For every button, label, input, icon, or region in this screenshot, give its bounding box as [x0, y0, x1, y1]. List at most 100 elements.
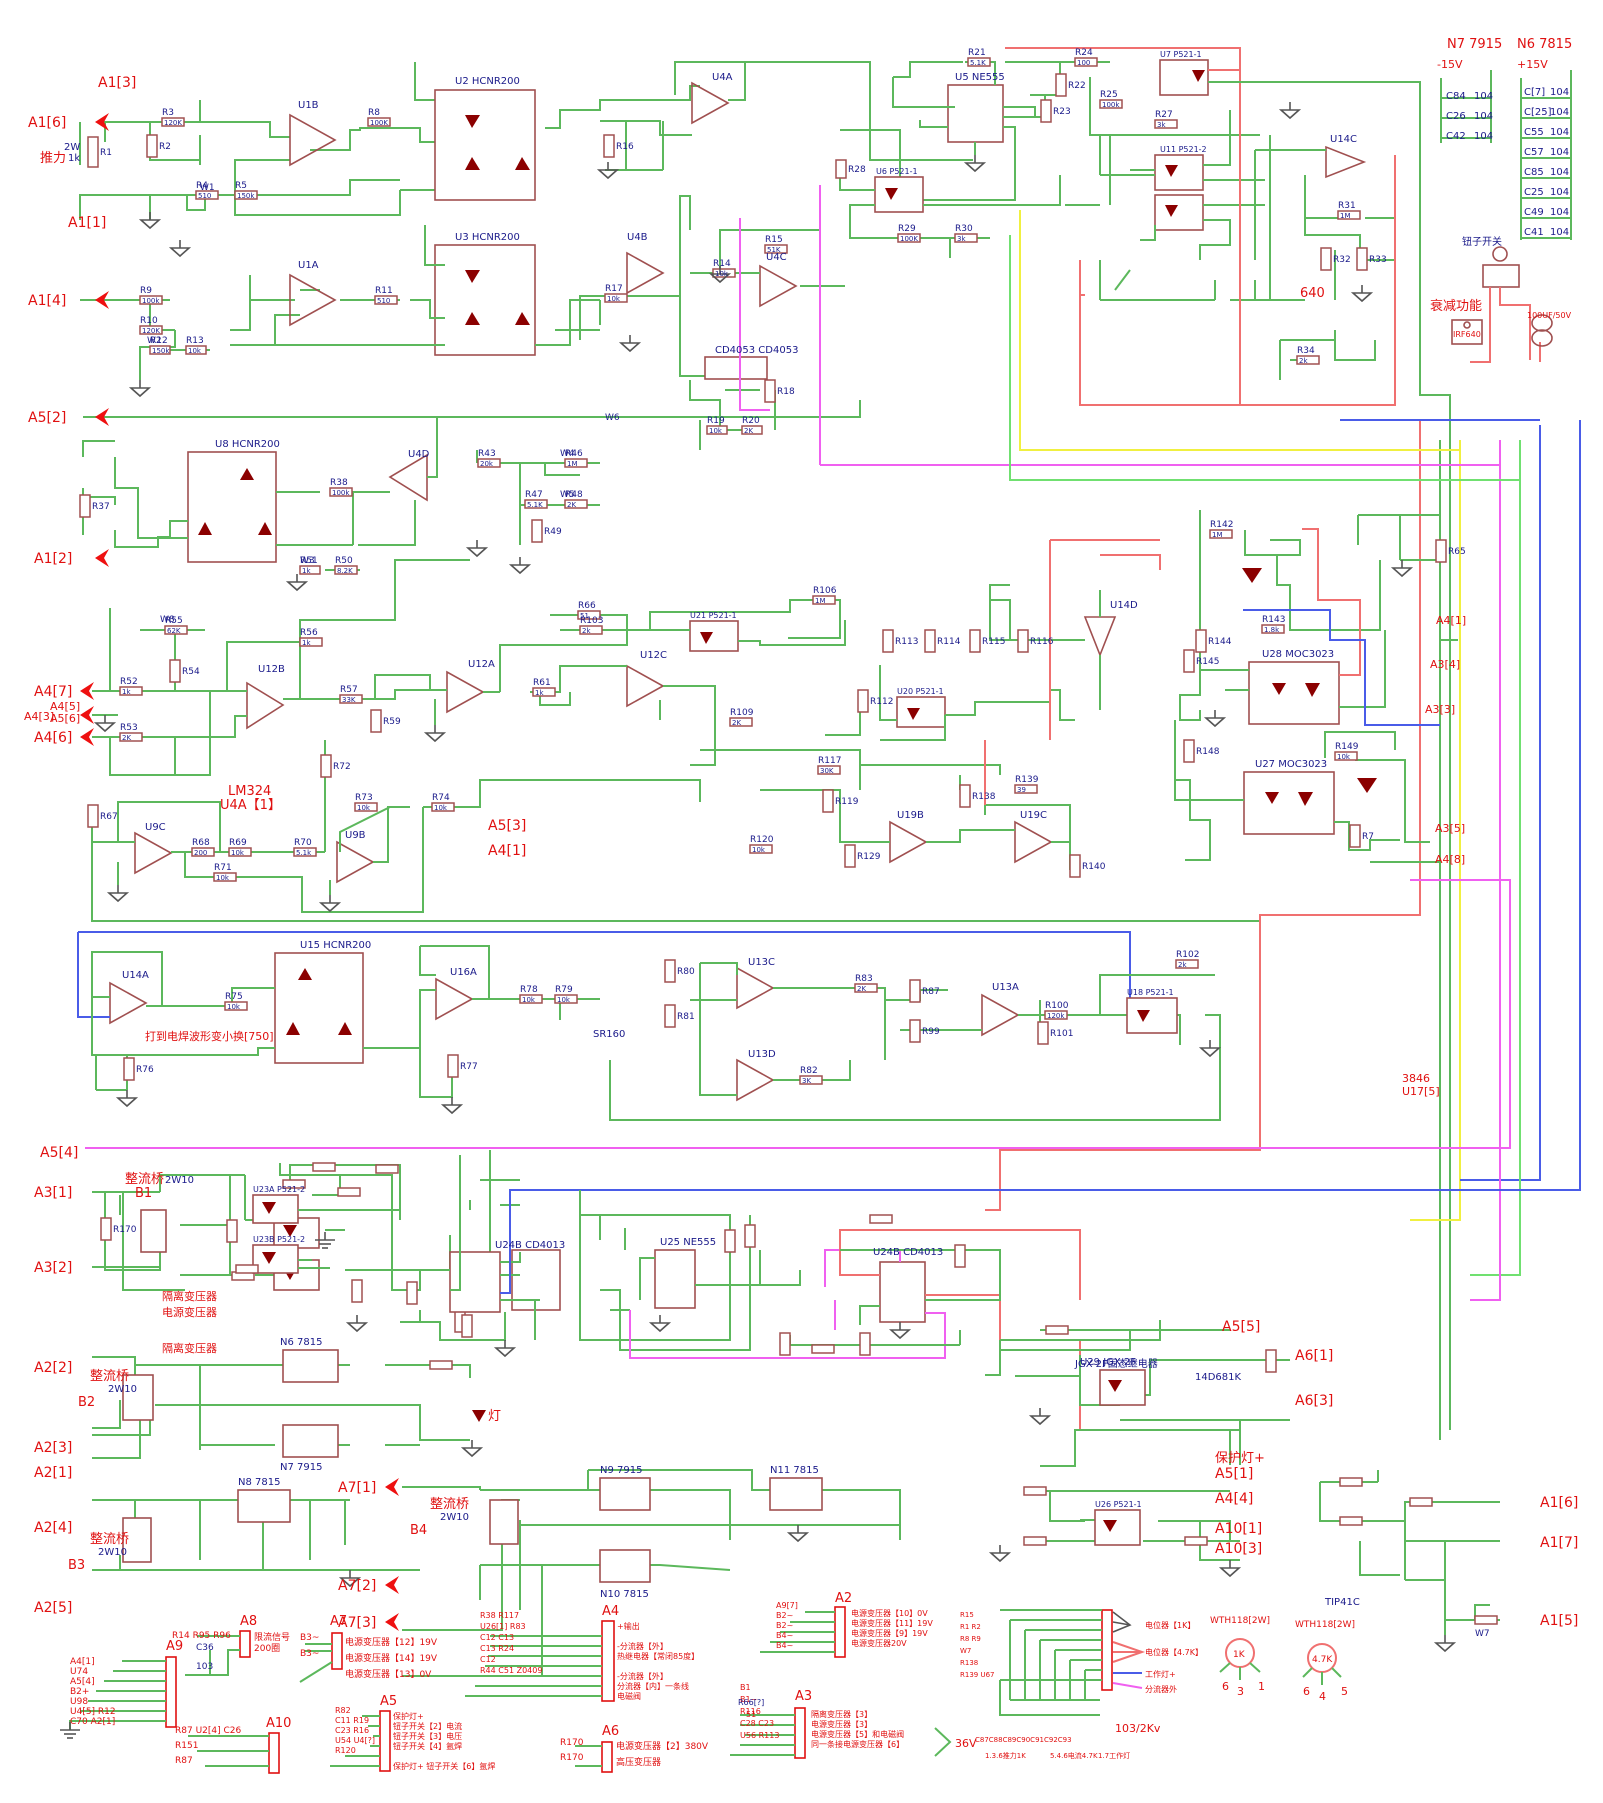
resistor-val: 5.1K — [970, 59, 986, 67]
wth2-pin-a: 6 — [1303, 1685, 1310, 1698]
opamp-ref: U12C — [640, 650, 667, 661]
resistor-val: 1M — [1340, 212, 1351, 220]
resistor-val: 120K — [142, 327, 160, 335]
resistor-ref: R74 — [432, 793, 450, 803]
label-pot-1k: 1k — [68, 153, 80, 164]
port-a1-4: A1[4] — [28, 293, 66, 309]
port-a3-4: A3[4] — [1430, 658, 1460, 671]
opamp-ref: U4D — [408, 449, 430, 460]
pot-ref: W2 — [147, 336, 162, 346]
a9-pin-label: B2+ — [70, 1687, 89, 1697]
a5-left-label: R82 — [335, 1706, 351, 1715]
bridge-ref: B1 — [135, 1186, 152, 1201]
pot-ref: W3 — [300, 556, 315, 566]
resistor-val: 10k — [357, 804, 371, 812]
decap-val: 104 — [1474, 131, 1493, 142]
conn-a6-title: A6 — [602, 1724, 619, 1739]
pot-ref: W5 — [560, 490, 575, 500]
a10-pin-label: R87 — [175, 1756, 193, 1766]
conn-a8-title: A8 — [240, 1614, 257, 1629]
resistor-val: 5.1K — [527, 501, 543, 509]
resistor-val: 33K — [342, 696, 356, 704]
resistor-ref: R15 — [765, 235, 783, 245]
a2-pin-label: 电源变压器20V — [851, 1638, 907, 1648]
bridge-ref: B4 — [410, 1523, 427, 1538]
wth1-val: 1K — [1233, 1650, 1246, 1660]
a2-left-label: B4~ — [776, 1641, 793, 1650]
a2-left-label: A9[7] — [776, 1601, 798, 1610]
label-3846: 3846 — [1402, 1072, 1430, 1085]
a3-left-label: B1~ — [740, 1695, 757, 1704]
opto-label: U7 P521-1 — [1160, 50, 1202, 59]
opamp-ref: U14D — [1110, 600, 1138, 611]
resistor-val: 51K — [767, 246, 781, 254]
resistor-ref: R49 — [544, 527, 562, 537]
bridge-ref: B2 — [78, 1395, 95, 1410]
u8-section — [79, 400, 861, 591]
port-a4-1-mid: A4[1] — [488, 843, 526, 859]
resistor-val: 510 — [198, 192, 211, 200]
a5-pin-label: 保护灯+ — [393, 1711, 424, 1721]
label-power-tf: 电源变压器 — [162, 1305, 217, 1319]
bus-lines — [85, 185, 1541, 1440]
a3-left-label: B1 — [740, 1683, 751, 1692]
conn-a10-title: A10 — [266, 1716, 291, 1731]
bridge-part: 2W10 — [108, 1384, 137, 1395]
decap-ref: C26 — [1446, 111, 1466, 122]
decap-val: 104 — [1550, 207, 1569, 218]
label-attenuation: 衰减功能 — [1430, 298, 1482, 314]
chip-label: U2 HCNR200 — [455, 76, 520, 87]
a9-pin-label: U98 — [70, 1697, 88, 1707]
a9-pin-label: A4[1] — [70, 1657, 95, 1667]
resistor-ref: R3 — [162, 108, 174, 118]
opamp-ref: U14C — [1330, 134, 1357, 145]
resistor-ref: R100 — [1045, 1001, 1069, 1011]
opto-label: U21 P521-1 — [690, 611, 737, 620]
resistor-val: 10k — [227, 1003, 241, 1011]
conn-a3-note: 36V — [955, 1737, 977, 1750]
port-a5-6: A5[6] — [50, 712, 80, 725]
decap-ref: C55 — [1524, 127, 1544, 138]
a5-left-label: R120 — [335, 1746, 356, 1755]
opto-label: U20 P521-1 — [897, 687, 944, 696]
resistor-ref: R139 — [1015, 775, 1039, 785]
resistor-ref: R114 — [937, 637, 961, 647]
opamp-ref: U4C — [766, 252, 787, 263]
wth2-val: 4.7K — [1312, 1655, 1333, 1665]
resistor-val: 10k — [607, 295, 621, 303]
u14c-section — [1240, 101, 1396, 406]
bridge-part: 2W10 — [98, 1547, 127, 1558]
label-ssr: JGX-2F固态继电器 — [1074, 1357, 1158, 1370]
header-n7: N7 7915 — [1447, 37, 1502, 52]
port-a4-6: A4[6] — [34, 730, 72, 746]
a3-pin-label: 电源变压器【3】 — [811, 1719, 872, 1729]
resistor-ref: R23 — [1053, 107, 1071, 117]
wth2-pin-c: 5 — [1341, 1685, 1348, 1698]
pot-conn-left-label: R15 — [960, 1611, 974, 1619]
port-a4-3: A4[3] — [24, 710, 54, 723]
reg-label: N9 7915 — [600, 1465, 642, 1476]
resistor-val: 10k — [216, 874, 230, 882]
port-a3-3: A3[3] — [1425, 703, 1455, 716]
resistor-ref: R1 — [100, 148, 112, 158]
flipflop-section — [235, 420, 1581, 1430]
chip-label: U8 HCNR200 — [215, 439, 280, 450]
chip-label: U24B CD4013 — [873, 1247, 943, 1258]
conn-a8-pin2: 200圈 — [254, 1643, 280, 1654]
port-a4-1-right: A4[1] — [1436, 614, 1466, 627]
a10-pin-label: R151 — [175, 1741, 198, 1751]
wth1-title: WTH118[2W] — [1210, 1616, 1270, 1626]
a6-pin-label: 高压变压器 — [616, 1756, 661, 1768]
port-a4-4: A4[4] — [1215, 1491, 1253, 1507]
pot-ref: W7 — [1475, 1629, 1490, 1639]
conn-a8-capval: 103 — [196, 1662, 213, 1672]
resistor-ref: R87 — [922, 987, 940, 997]
resistor-ref: R68 — [192, 838, 210, 848]
text-layer: A1[3] A1[6] A1[1] A1[4] A5[2] A1[2] A4[7… — [24, 37, 1578, 1631]
pot-conn-label: 工作灯+ — [1145, 1669, 1176, 1679]
resistor-val: 2K — [567, 501, 576, 509]
pot-conn-label: 电位器【1K】 — [1145, 1620, 1195, 1630]
resistor-val: 10k — [188, 347, 202, 355]
bridge-part: 2W10 — [440, 1512, 469, 1523]
a5-pin-label: 钮子开关【4】氩焊 — [393, 1741, 462, 1751]
